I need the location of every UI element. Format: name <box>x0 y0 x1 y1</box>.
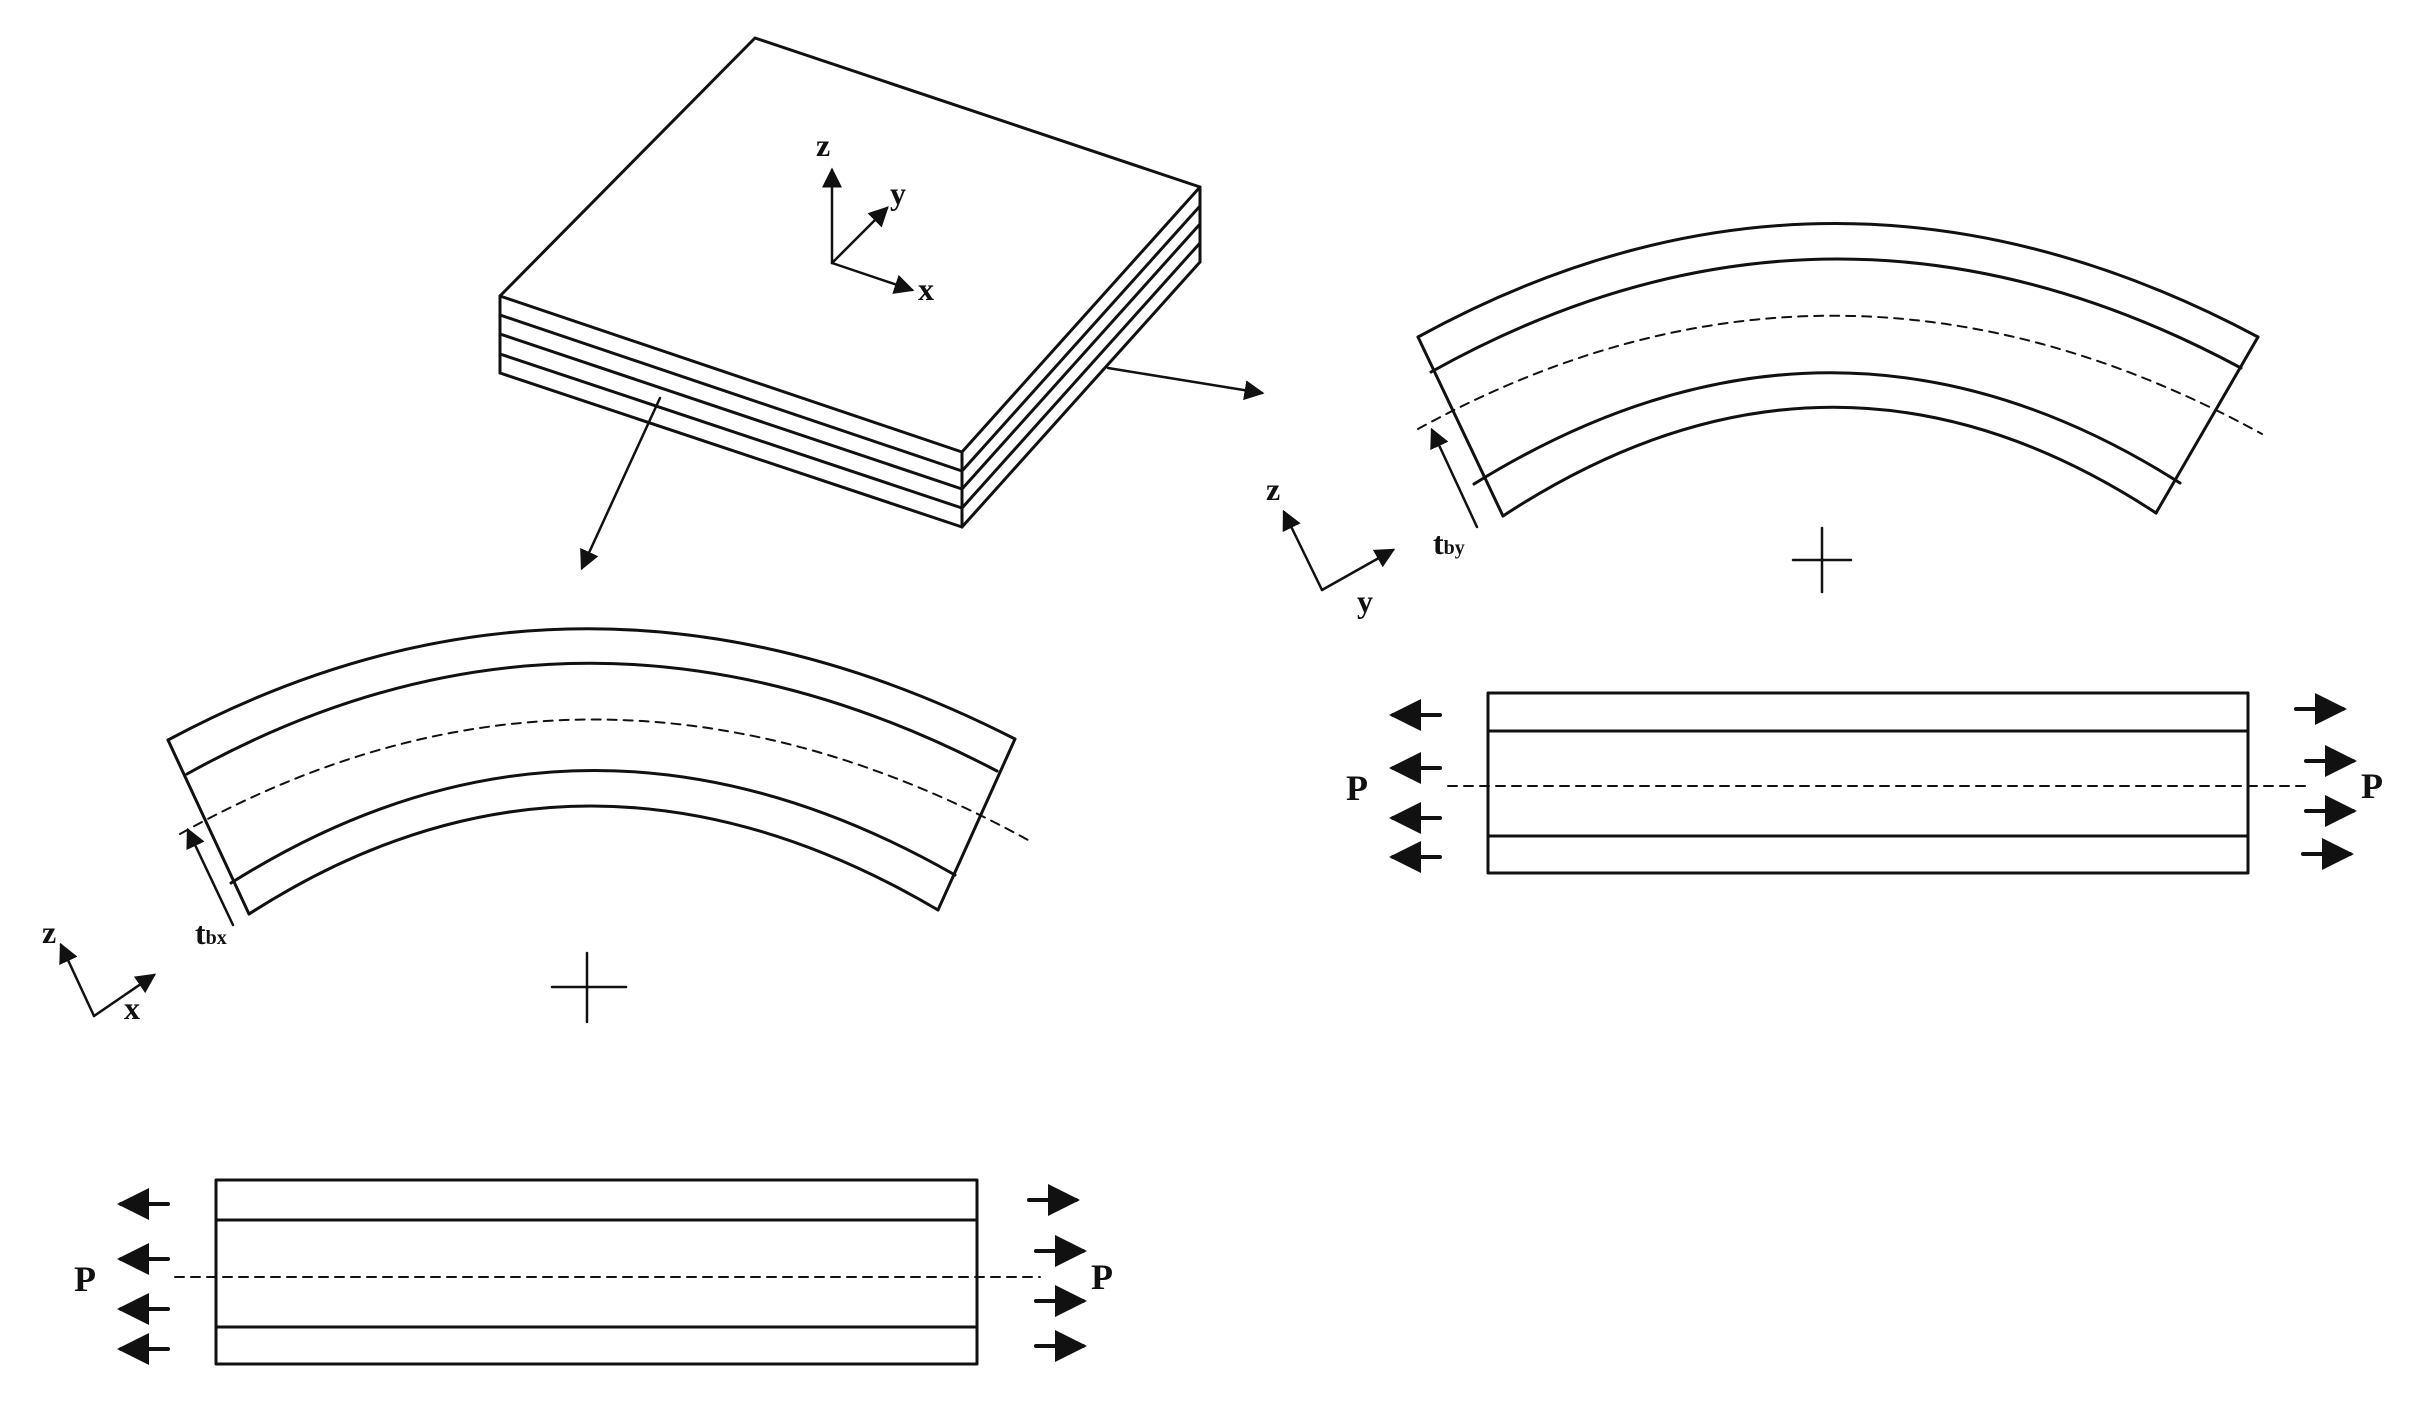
right-axis-z-label: z <box>1266 471 1280 507</box>
left-center-of-curvature <box>550 951 628 1024</box>
left-thickness-arrow <box>186 827 235 927</box>
plate-front-edge-bottom <box>498 371 964 529</box>
left-thickness-label: tbx <box>195 915 227 951</box>
left-axis-x-label: x <box>124 990 140 1026</box>
right-curved-neutral-axis <box>1417 314 2263 435</box>
laminated-plate <box>498 36 1202 529</box>
right-curved-ply-boundary <box>1429 257 2243 374</box>
plate-axis-y-label: y <box>890 175 906 211</box>
left-load-label-right: P <box>1091 1257 1113 1297</box>
plate-ply-line-front <box>498 332 964 491</box>
plate-ply-line-front <box>498 352 964 510</box>
right-curved-section-right-edge <box>2154 335 2260 515</box>
right-flat-laminate <box>1486 691 2250 875</box>
left-load-label-left: P <box>74 1259 96 1299</box>
right-load-arrows <box>1389 693 2357 873</box>
plate-side-edge-bottom <box>960 260 1202 529</box>
plate-axis-z-label: z <box>816 127 830 163</box>
left-curved-neutral-axis <box>179 718 1029 841</box>
left-axis-z-label: z <box>42 914 56 950</box>
plate-ply-line-side <box>960 204 1202 473</box>
right-load-label-left: P <box>1346 768 1368 808</box>
right-load-label-right: P <box>2361 766 2383 806</box>
leader-arrow-to-left-view <box>580 396 662 571</box>
left-axis-triad <box>59 942 157 1018</box>
plate-ply-line-side <box>960 241 1202 510</box>
right-curved-ply-boundary <box>1472 371 2182 486</box>
left-curved-ply-boundary <box>229 768 957 885</box>
left-flat-laminate <box>214 1178 979 1366</box>
left-axis-x-arrow <box>92 973 157 1018</box>
right-center-of-curvature <box>1791 526 1853 594</box>
plate-axis-x-arrow <box>830 261 915 294</box>
left-axis-z-arrow <box>59 942 96 1018</box>
left-curved-section <box>166 627 1029 927</box>
right-thickness-label: tby <box>1433 525 1465 561</box>
left-curved-ply-boundary <box>185 661 999 776</box>
right-axis-z-arrow <box>1282 509 1324 592</box>
left-curved-ply-boundary <box>166 627 1017 742</box>
right-curved-section-left-edge <box>1416 335 1505 518</box>
plate-axis-y-arrow <box>830 206 889 265</box>
plate-axis-x-label: x <box>918 271 934 307</box>
left-curved-section-right-edge <box>936 737 1017 912</box>
right-thickness-arrow <box>1430 427 1479 529</box>
plate-ply-line-front <box>498 313 964 473</box>
left-flat-section <box>174 1178 1041 1366</box>
right-axis-y-label: y <box>1357 583 1373 619</box>
right-curved-section <box>1416 222 2263 529</box>
leader-arrow-to-right-view <box>1106 366 1265 401</box>
right-curved-ply-boundary <box>1501 405 2158 518</box>
left-load-arrows <box>117 1184 1087 1365</box>
right-axis-triad <box>1282 509 1396 592</box>
right-curved-ply-boundary <box>1416 222 2260 339</box>
right-axis-y-arrow <box>1320 548 1396 592</box>
plate-axis-triad <box>822 167 915 294</box>
left-curved-ply-boundary <box>247 804 940 916</box>
plate-ply-line-side <box>960 222 1202 491</box>
right-flat-section <box>1447 691 2307 875</box>
left-curved-section-left-edge <box>166 738 251 916</box>
